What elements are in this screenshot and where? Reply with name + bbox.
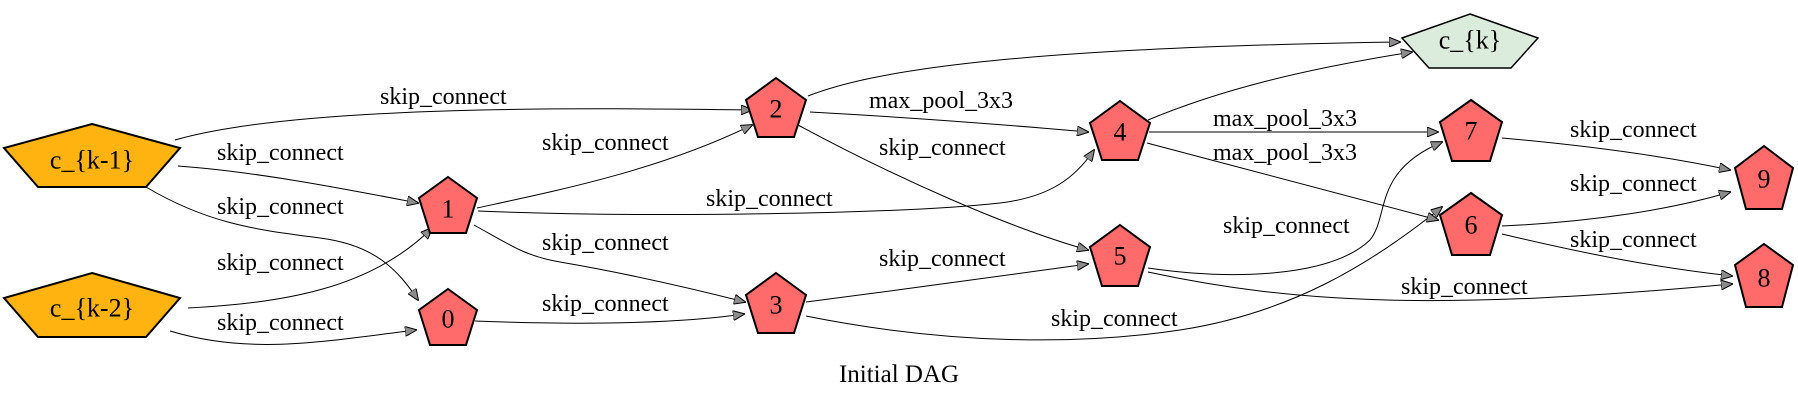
node-label-5: 5 (1114, 242, 1127, 271)
node-8: 8 (1733, 242, 1795, 308)
node-c-k-2: c_{k-2} (2, 271, 182, 338)
node-label-2: 2 (770, 95, 783, 124)
edge-label-1-3: skip_connect (542, 230, 669, 256)
node-label-c-k-1: c_{k-1} (50, 146, 134, 175)
node-9: 9 (1733, 144, 1795, 210)
edge-3-5 (805, 264, 1088, 303)
edge-7-9 (1501, 137, 1730, 170)
edges (145, 42, 1732, 345)
edge-2-ck (807, 42, 1400, 97)
edge-label-ck2-1: skip_connect (217, 250, 344, 276)
edge-label-3-5: skip_connect (879, 246, 1006, 272)
edge-ck2-0 (169, 330, 416, 345)
edge-5-8 (1147, 271, 1732, 302)
edge-label-1-4: skip_connect (706, 186, 833, 212)
node-label-c-k-2: c_{k-2} (50, 294, 134, 323)
node-1: 1 (417, 175, 479, 234)
edge-5-7 (1147, 142, 1442, 275)
node-label-9: 9 (1758, 165, 1771, 194)
node-3: 3 (744, 271, 808, 334)
node-0: 0 (417, 287, 479, 346)
node-label-8: 8 (1758, 264, 1771, 293)
node-5: 5 (1088, 223, 1152, 287)
node-label-0: 0 (442, 305, 455, 334)
edge-label-7-9: skip_connect (1570, 117, 1697, 143)
edge-label-ck2-0: skip_connect (217, 310, 344, 336)
edge-2-5 (797, 124, 1088, 250)
edge-label-0-3: skip_connect (542, 291, 669, 317)
node-c-k-1: c_{k-1} (2, 122, 182, 188)
edge-4-ck (1147, 52, 1412, 121)
edge-1-3 (473, 224, 745, 302)
edge-label-3-6: skip_connect (1051, 306, 1178, 332)
edge-label-ck1-2: skip_connect (380, 84, 507, 110)
edge-ck2-1 (187, 228, 432, 309)
node-6: 6 (1438, 191, 1504, 256)
node-c-k: c_{k} (1400, 13, 1540, 69)
node-label-1: 1 (442, 195, 455, 224)
edge-label-6-8: skip_connect (1570, 227, 1697, 253)
edge-1-2 (476, 125, 752, 209)
edge-label-2-5: skip_connect (879, 135, 1006, 161)
node-label-7: 7 (1465, 117, 1478, 146)
edge-3-6 (805, 207, 1442, 341)
edge-6-9 (1501, 192, 1730, 227)
edge-label-4-7: max_pool_3x3 (1213, 106, 1357, 132)
edge-label-5-8: skip_connect (1401, 274, 1528, 300)
node-label-4: 4 (1114, 118, 1127, 147)
edge-label-6-9: skip_connect (1570, 171, 1697, 197)
edge-label-2-4: max_pool_3x3 (869, 88, 1013, 114)
edge-4-6 (1146, 142, 1438, 220)
edge-label-ck1-1: skip_connect (217, 140, 344, 166)
node-label-c-k: c_{k} (1439, 26, 1502, 55)
edge-6-8 (1501, 233, 1732, 276)
edge-ck1-0 (145, 186, 418, 300)
node-2: 2 (744, 76, 808, 138)
edge-label-4-6: max_pool_3x3 (1213, 140, 1357, 166)
node-4: 4 (1088, 99, 1152, 161)
edge-labels: skip_connect skip_connect skip_connect s… (217, 84, 1697, 336)
node-7: 7 (1438, 98, 1504, 162)
edge-label-ck1-0: skip_connect (217, 194, 344, 220)
edge-label-1-2: skip_connect (542, 130, 669, 156)
edge-1-4 (477, 150, 1094, 215)
diagram-caption: Initial DAG (839, 361, 959, 388)
edge-ck1-2 (174, 109, 752, 141)
edge-0-3 (474, 314, 744, 324)
edge-ck1-1 (177, 165, 418, 203)
edge-label-5-7: skip_connect (1223, 213, 1350, 239)
nodes: c_{k-1} c_{k-2} c_{k} 0 1 2 3 (2, 13, 1795, 346)
node-label-3: 3 (770, 291, 783, 320)
node-label-6: 6 (1465, 211, 1478, 240)
edge-2-4 (809, 111, 1088, 132)
